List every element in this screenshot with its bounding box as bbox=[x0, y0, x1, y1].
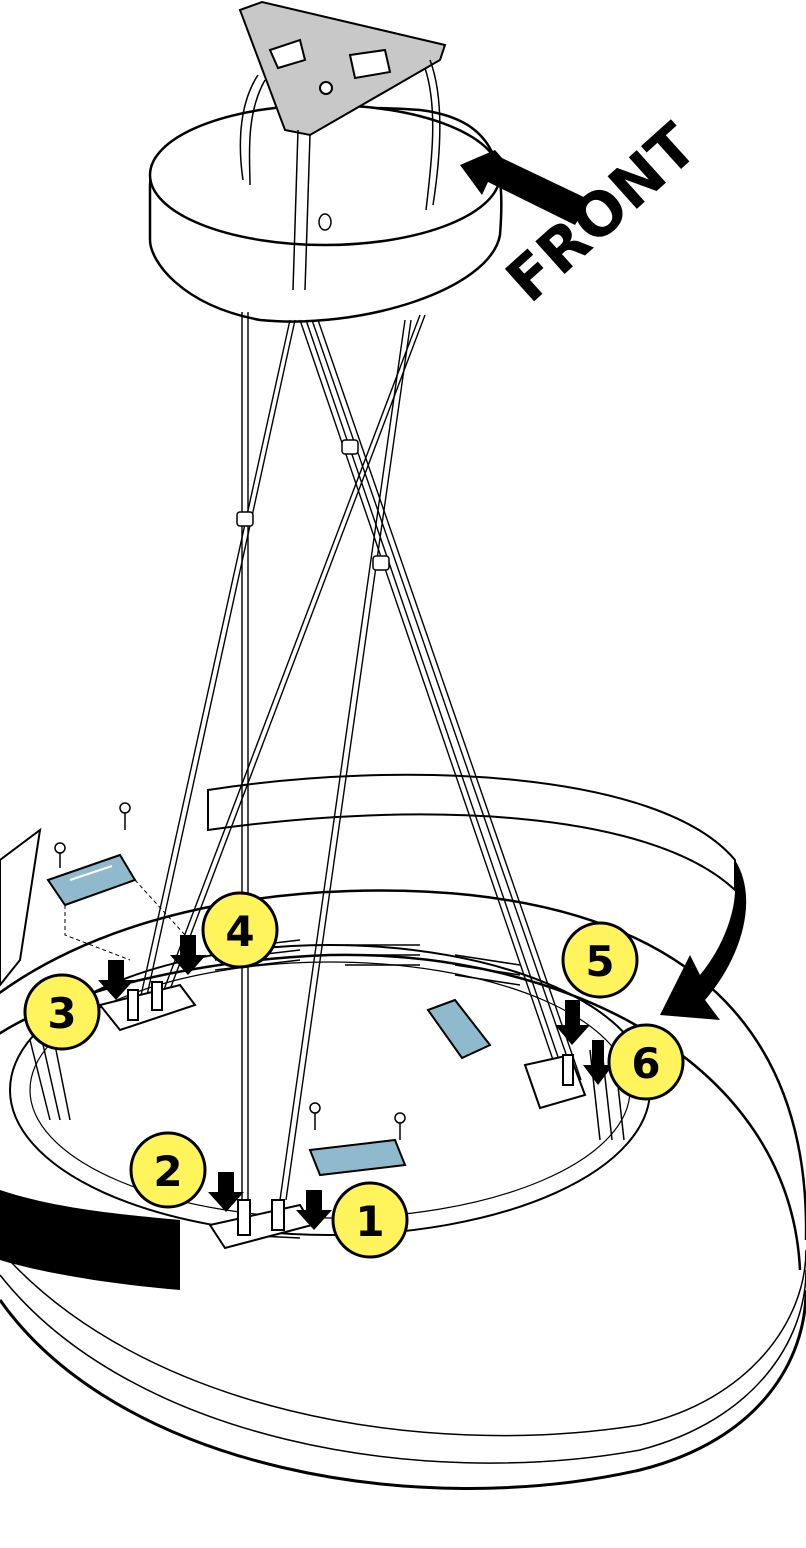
cover-plate-right bbox=[426, 998, 492, 1060]
screw-icon-center bbox=[309, 1102, 406, 1140]
mount-bracket-left bbox=[98, 981, 197, 1032]
front-label: FRONT bbox=[493, 111, 710, 317]
canopy-wires bbox=[239, 59, 441, 291]
front-arrow-icon bbox=[460, 150, 590, 225]
step-badge-2: 2 bbox=[129, 1131, 207, 1209]
down-arrow-icon bbox=[98, 935, 613, 1230]
rotate-arrow-icon bbox=[207, 773, 747, 1020]
step-badge-1: 1 bbox=[331, 1181, 409, 1259]
rotate-arrow-left-icon bbox=[0, 827, 180, 1290]
step-badge-5: 5 bbox=[561, 921, 639, 999]
cover-plate-left bbox=[46, 853, 137, 907]
cable-grippers bbox=[236, 439, 390, 571]
step-number-4: 4 bbox=[225, 907, 254, 956]
ceiling-canopy bbox=[148, 103, 503, 323]
guide-lines-left bbox=[64, 879, 186, 961]
step-badge-6: 6 bbox=[607, 1023, 685, 1101]
mount-bracket-right bbox=[523, 1053, 587, 1110]
step-number-5: 5 bbox=[585, 937, 614, 986]
suspension-cables bbox=[139, 312, 582, 1215]
step-number-6: 6 bbox=[631, 1039, 660, 1088]
step-number-1: 1 bbox=[355, 1197, 384, 1246]
cover-plate-center bbox=[308, 1138, 407, 1177]
step-badge-3: 3 bbox=[23, 973, 101, 1051]
step-number-2: 2 bbox=[153, 1147, 182, 1196]
step-number-3: 3 bbox=[47, 989, 76, 1038]
screw-icon bbox=[54, 802, 131, 868]
mounting-bracket bbox=[238, 0, 447, 137]
step-badge-4: 4 bbox=[201, 891, 279, 969]
mount-bracket-center bbox=[208, 1199, 314, 1250]
